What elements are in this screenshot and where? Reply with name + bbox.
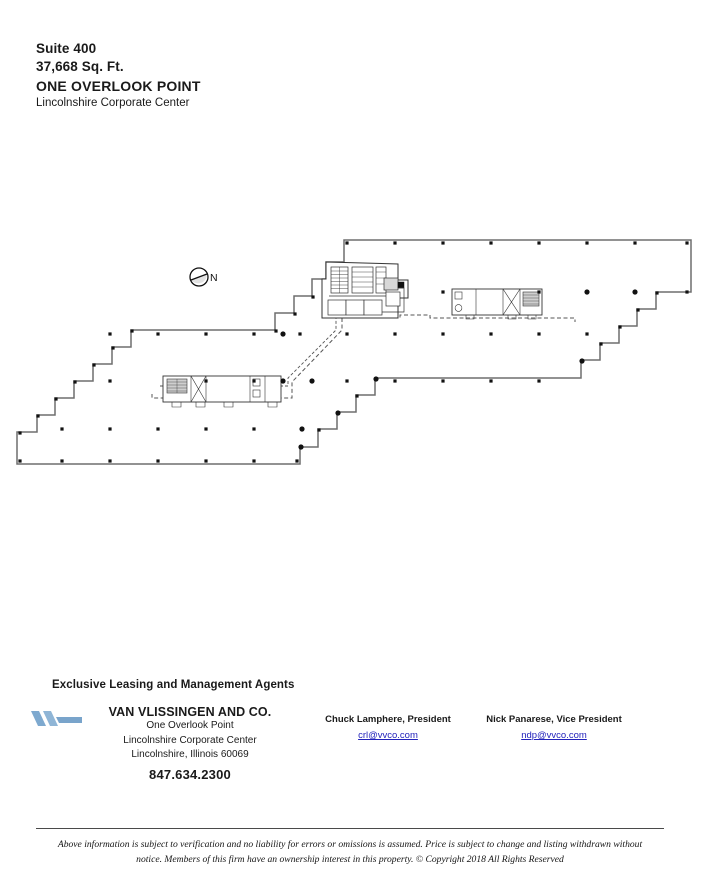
company-address-2: Lincolnshire Corporate Center xyxy=(123,734,257,746)
contact-nick-panarese: Nick Panarese, Vice President ndp@vvco.c… xyxy=(478,714,630,743)
north-label: N xyxy=(210,272,218,284)
page-header: Suite 400 37,668 Sq. Ft. ONE OVERLOOK PO… xyxy=(36,40,201,111)
business-park-name: Lincolnshire Corporate Center xyxy=(36,97,190,110)
suite-number: Suite 400 xyxy=(36,41,97,56)
company-address-3: Lincolnshire, Illinois 60069 xyxy=(131,749,249,760)
contact-name: Nick Panarese, Vice President xyxy=(486,714,622,725)
company-name: VAN VLISSINGEN AND CO. xyxy=(108,705,272,719)
floor-plan-drawing xyxy=(16,239,692,465)
east-suite-block xyxy=(451,288,543,320)
floor-plan xyxy=(0,222,701,512)
legal-disclaimer: Above information is subject to verifica… xyxy=(57,839,643,865)
contact-chuck-lamphere: Chuck Lamphere, President crl@vvco.com xyxy=(320,714,456,743)
company-logo-icon xyxy=(31,711,82,726)
suite-area: 37,668 Sq. Ft. xyxy=(36,58,124,74)
leasing-company-block: VAN VLISSINGEN AND CO. One Overlook Poin… xyxy=(30,705,300,782)
north-arrow: N xyxy=(188,266,228,288)
company-address-1: One Overlook Point xyxy=(146,720,234,731)
building-core xyxy=(321,261,409,319)
contact-email-link[interactable]: ndp@vvco.com xyxy=(521,730,587,741)
building-name: ONE OVERLOOK POINT xyxy=(36,77,201,94)
north-arrow-icon: N xyxy=(189,267,218,287)
west-suite-block xyxy=(162,375,282,408)
company-phone[interactable]: 847.634.2300 xyxy=(149,766,231,782)
contact-name: Chuck Lamphere, President xyxy=(325,714,451,725)
leasing-heading: Exclusive Leasing and Management Agents xyxy=(52,679,295,691)
footer-divider xyxy=(36,828,664,829)
contact-email-link[interactable]: crl@vvco.com xyxy=(358,730,418,741)
van-vlissingen-logo xyxy=(30,708,84,730)
